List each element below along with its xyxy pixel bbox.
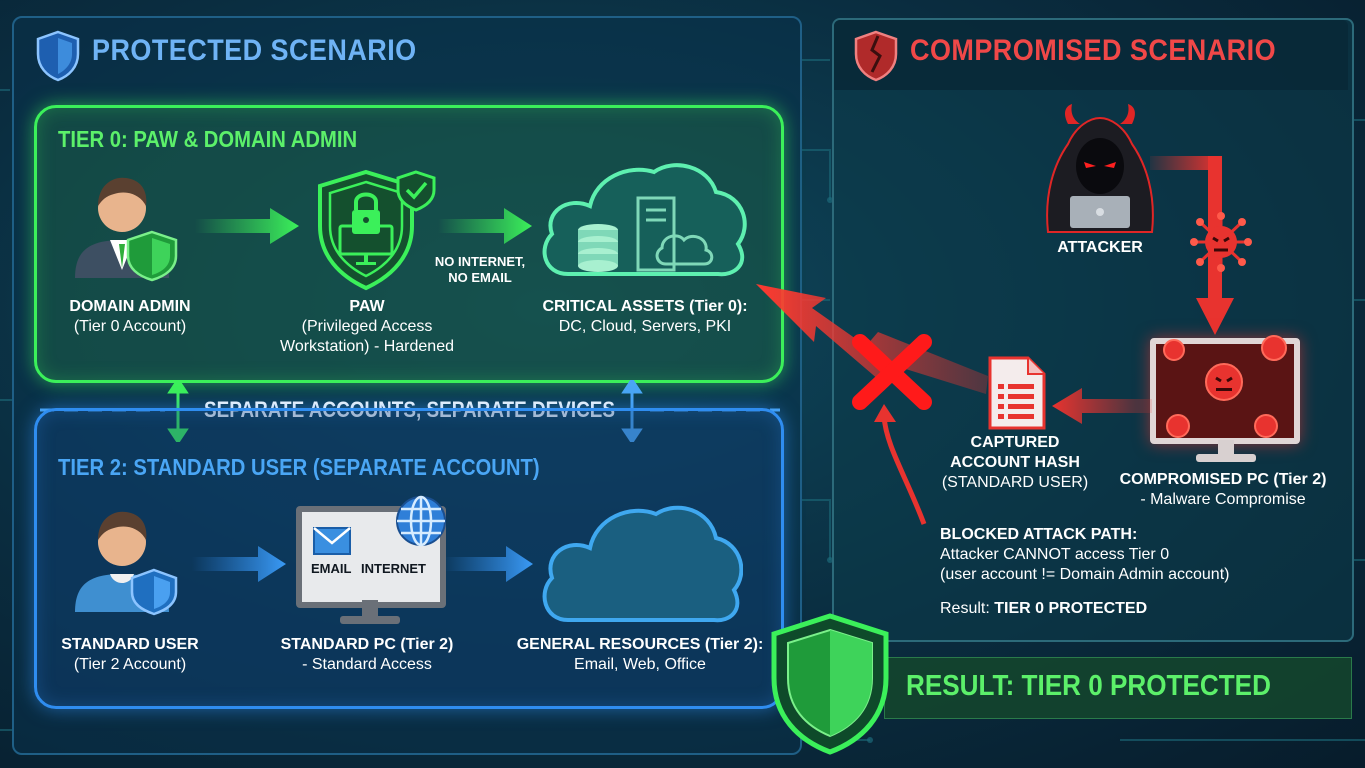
general-resources-sub: Email, Web, Office (574, 656, 706, 673)
captured-hash-line2: ACCOUNT HASH (950, 454, 1080, 471)
result-banner-text: RESULT: TIER 0 PROTECTED (906, 670, 1271, 702)
compromised-pc-sub: - Malware Compromise (1140, 491, 1306, 508)
tier2-title: TIER 2: STANDARD USER (SEPARATE ACCOUNT) (58, 454, 540, 480)
tier0-title: TIER 0: PAW & DOMAIN ADMIN (58, 126, 358, 152)
malware-viruses-icon (1163, 335, 1287, 438)
standard-pc-stand (340, 600, 400, 624)
blocked-line1: Attacker CANNOT access Tier 0 (940, 546, 1170, 563)
attacker-hooded-icon (1046, 104, 1154, 233)
no-internet-label: NO INTERNET, NO EMAIL (430, 254, 530, 286)
standard-pc-label: STANDARD PC (Tier 2) - Standard Access (262, 635, 472, 675)
attacker-label: ATTACKER (1040, 238, 1160, 258)
standard-user-name: STANDARD USER (61, 636, 199, 653)
compromised-header (834, 20, 1348, 90)
no-internet-line1: NO INTERNET, (434, 254, 526, 269)
standard-pc-name: STANDARD PC (Tier 2) (280, 636, 454, 653)
no-internet-line2: NO EMAIL (448, 270, 512, 285)
virus-icon (1190, 212, 1252, 272)
arrow-pc-to-resources (444, 546, 533, 582)
paw-sub1: (Privileged Access (301, 318, 433, 335)
captured-hash-line1: CAPTURED (970, 434, 1060, 451)
critical-assets-name: CRITICAL ASSETS (Tier 0): (542, 298, 748, 315)
compromised-pc-name: COMPROMISED PC (Tier 2) (1119, 471, 1327, 488)
compromised-scenario-title: COMPROMISED SCENARIO (910, 34, 1277, 67)
domain-admin-label: DOMAIN ADMIN (Tier 0 Account) (40, 297, 220, 337)
protected-scenario-panel (12, 16, 802, 755)
blocked-title: BLOCKED ATTACK PATH: (940, 526, 1138, 543)
critical-assets-cloud-icon (542, 163, 747, 277)
internet-globe-icon (396, 495, 446, 547)
result-banner (884, 657, 1352, 719)
blocked-line2: (user account != Domain Admin account) (940, 566, 1230, 583)
general-resources-cloud-icon (542, 505, 743, 623)
protected-shield-icon (36, 30, 80, 82)
paw-sub2: Workstation) - Hardened (280, 338, 454, 355)
blocked-attack-text: BLOCKED ATTACK PATH: Attacker CANNOT acc… (940, 525, 1229, 619)
blocked-result-prefix: Result: (940, 600, 995, 617)
compromised-pc-stand (1196, 440, 1256, 462)
arrow-paw-to-assets (438, 208, 532, 244)
pc-internet-text: INTERNET (361, 561, 426, 576)
domain-admin-name: DOMAIN ADMIN (69, 298, 191, 315)
general-resources-label: GENERAL RESOURCES (Tier 2): Email, Web, … (510, 635, 770, 675)
blocked-attack-arrow (756, 284, 988, 525)
arrow-user-to-pc (192, 546, 286, 582)
compromised-pc-label: COMPROMISED PC (Tier 2) - Malware Compro… (1108, 470, 1338, 510)
arrow-admin-to-paw (195, 208, 299, 244)
email-envelope-icon (313, 527, 351, 555)
standard-user-icon (75, 511, 178, 616)
critical-assets-label: CRITICAL ASSETS (Tier 0): DC, Cloud, Ser… (520, 297, 770, 337)
paw-name: PAW (349, 298, 385, 315)
paw-label: PAW (Privileged Access Workstation) - Ha… (262, 297, 472, 357)
captured-hash-label: CAPTURED ACCOUNT HASH (STANDARD USER) (930, 433, 1100, 493)
standard-user-sub: (Tier 2 Account) (73, 656, 187, 673)
captured-hash-line3: (STANDARD USER) (941, 474, 1089, 491)
blocked-result-value: TIER 0 PROTECTED (994, 600, 1148, 617)
attacker-text: ATTACKER (1057, 239, 1143, 256)
captured-hash-document-icon (988, 356, 1046, 430)
standard-pc-sub: - Standard Access (302, 656, 432, 673)
pc-email-text: EMAIL (311, 561, 352, 576)
domain-admin-sub: (Tier 0 Account) (73, 318, 187, 335)
broken-shield-icon (854, 30, 898, 82)
standard-user-label: STANDARD USER (Tier 2 Account) (40, 635, 220, 675)
domain-admin-user-icon (75, 177, 178, 282)
big-protected-shield-icon (771, 613, 889, 755)
paw-shield-lock-icon (318, 169, 436, 291)
critical-assets-sub: DC, Cloud, Servers, PKI (558, 318, 732, 335)
protected-scenario-title: PROTECTED SCENARIO (92, 34, 417, 67)
arrow-pc-to-hash (1052, 388, 1152, 424)
general-resources-name: GENERAL RESOURCES (Tier 2): (516, 636, 764, 653)
